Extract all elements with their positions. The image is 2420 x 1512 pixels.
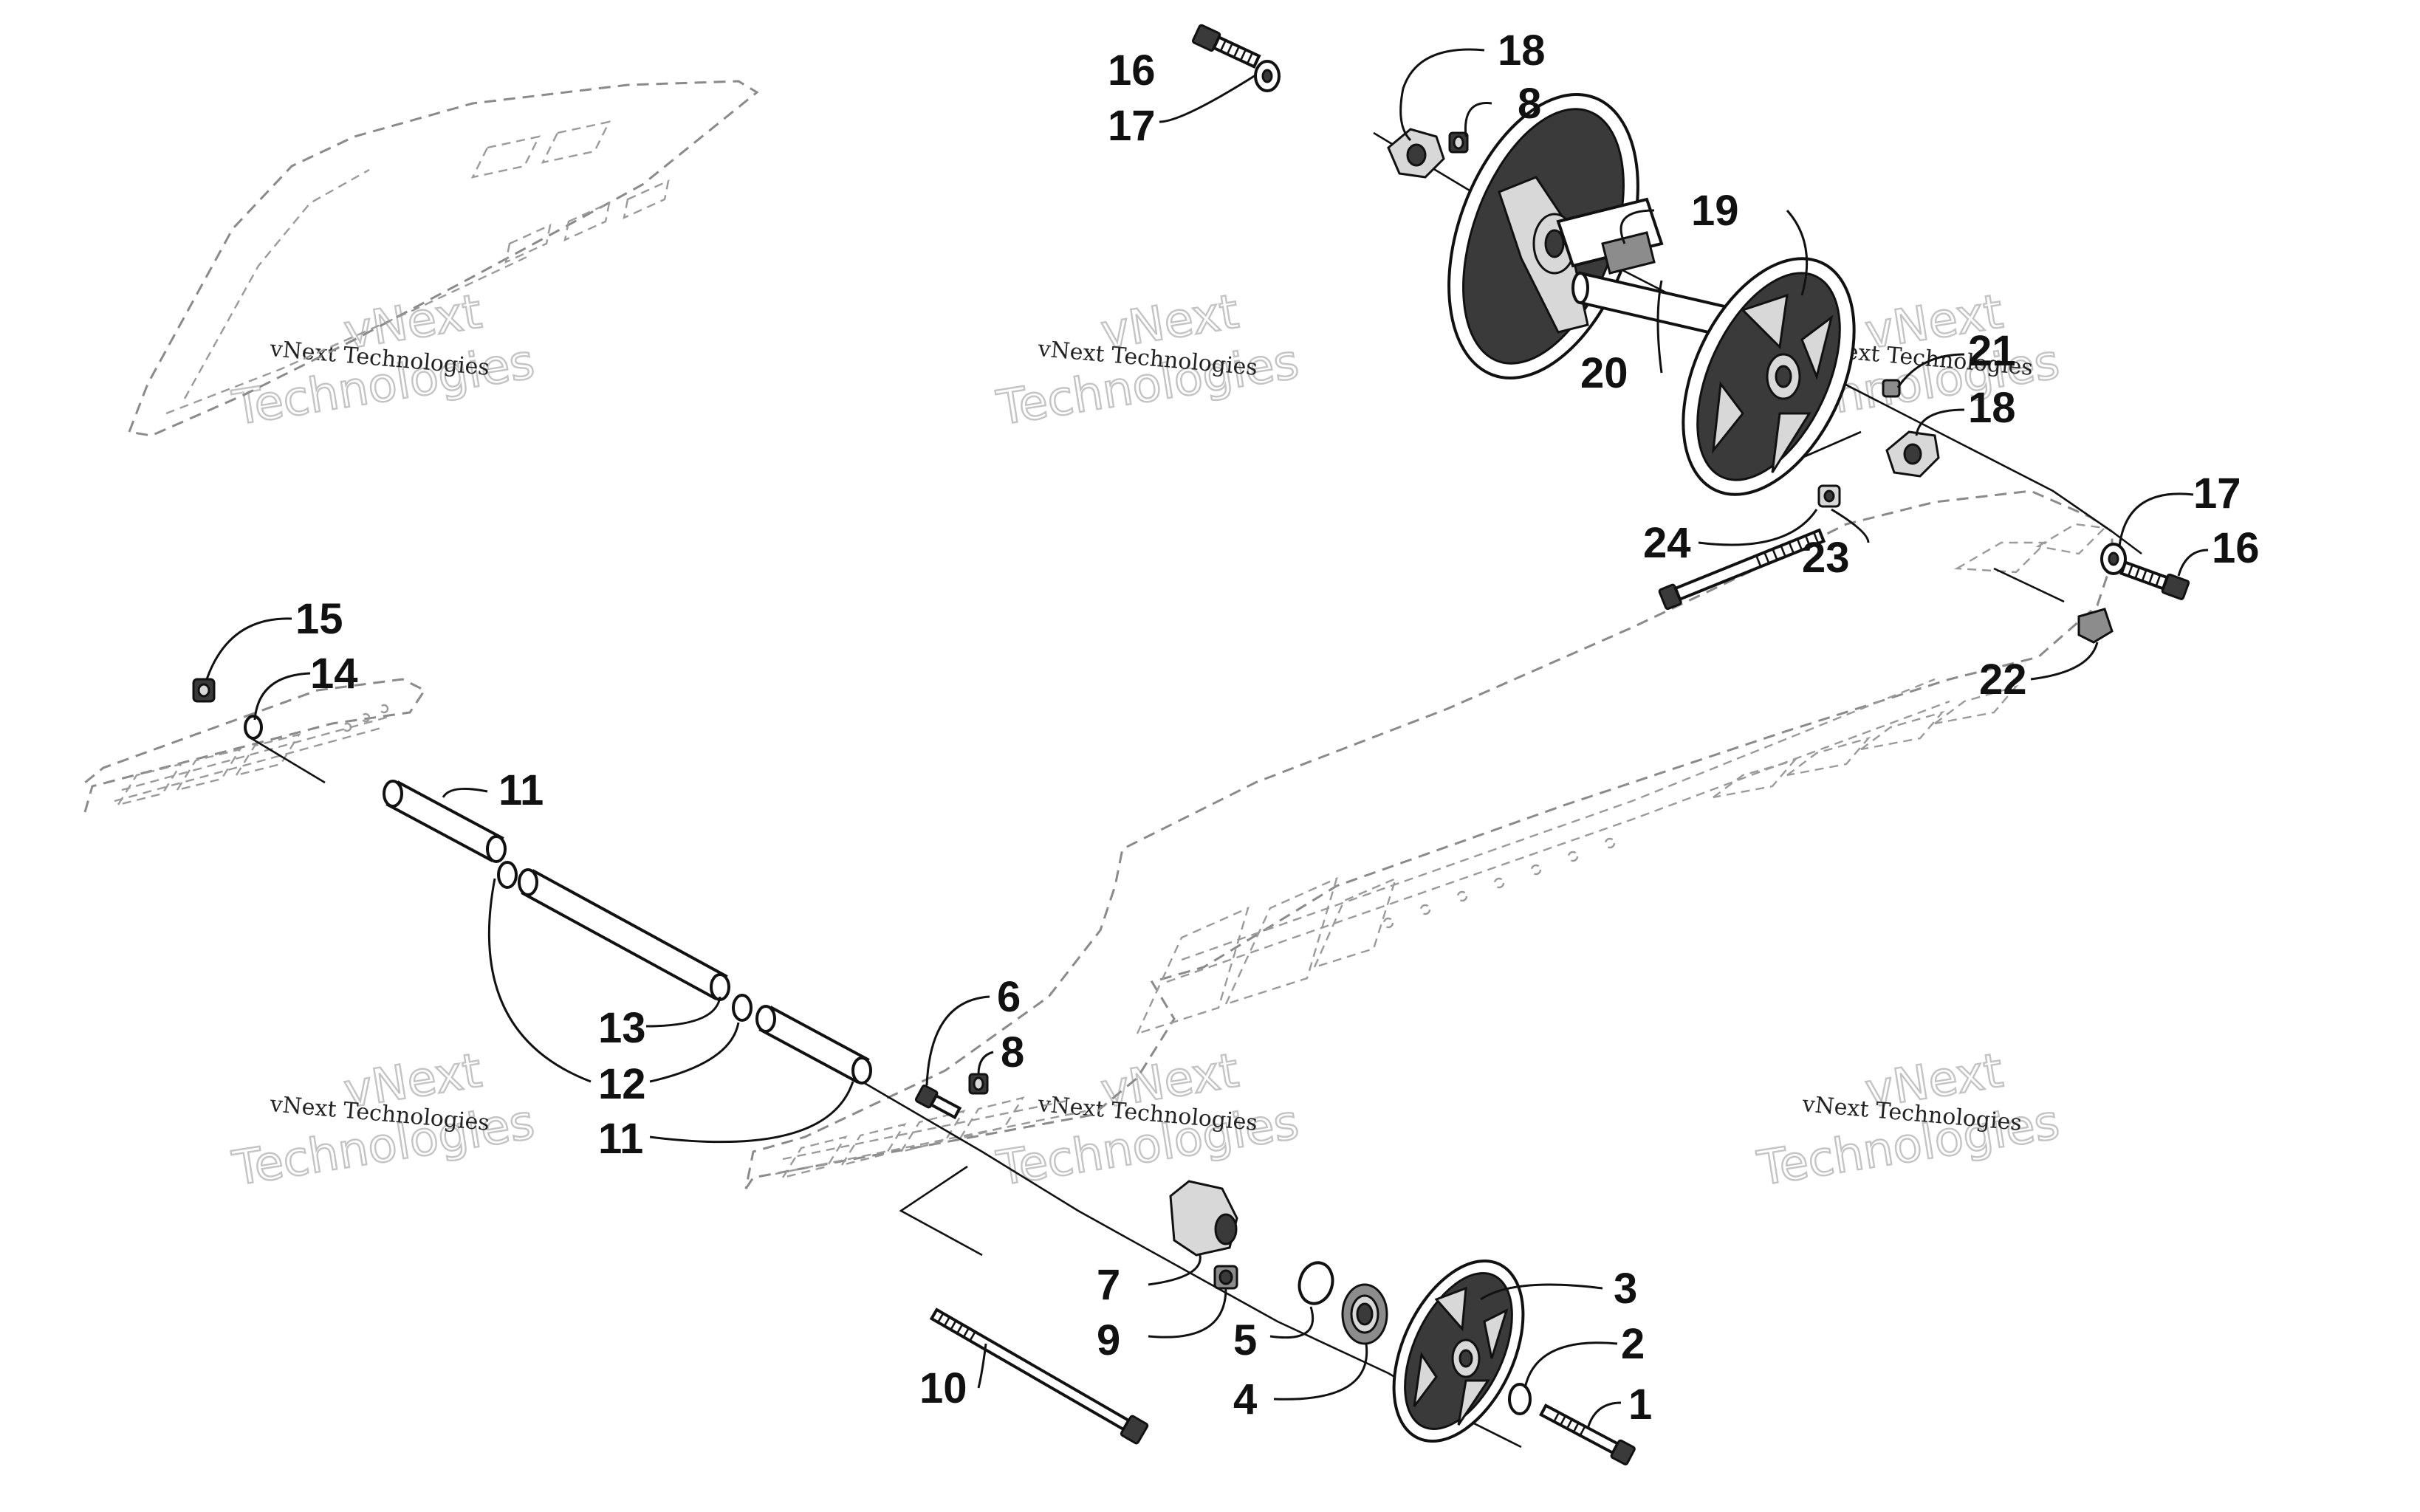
wheel-3 [1392, 1259, 1525, 1443]
label-12: 12 [598, 1060, 646, 1108]
tube-11-left [383, 780, 507, 863]
part-labels: 16 17 18 8 19 20 21 18 17 16 24 23 22 15… [295, 27, 2260, 1429]
label-14: 14 [310, 650, 358, 698]
nut-21 [1882, 379, 1901, 398]
label-23: 23 [1802, 534, 1850, 582]
bearing-4 [1341, 1283, 1388, 1345]
rail-top-left [127, 80, 759, 437]
rail-left-front [83, 678, 427, 813]
label-11-lower: 11 [598, 1115, 643, 1163]
wheel-19-right [1682, 257, 1856, 496]
label-3: 3 [1614, 1265, 1637, 1313]
nut-8-top [1448, 131, 1469, 154]
washer-2 [1508, 1383, 1532, 1415]
rail-main-long [744, 489, 2114, 1189]
label-24: 24 [1643, 519, 1691, 567]
watermark-bottom-right: vNext Technologies vNext Technologies [1753, 1042, 2064, 1197]
nut-15 [192, 678, 216, 703]
label-18-top: 18 [1498, 27, 1546, 75]
label-16-right: 16 [2212, 524, 2260, 572]
nut-8-lower [968, 1073, 989, 1095]
watermark-top-left: vNext Technologies vNext Technologies [228, 284, 539, 437]
label-8-top: 8 [1518, 80, 1541, 128]
watermark-top-center: vNext Technologies vNext Technologies [993, 284, 1303, 437]
label-17-top: 17 [1108, 102, 1156, 150]
label-4: 4 [1233, 1375, 1257, 1423]
label-13: 13 [598, 1004, 646, 1052]
cross-shaft-assembly [192, 678, 1636, 1465]
label-5: 5 [1233, 1316, 1257, 1364]
wheel-19-left [1447, 92, 1664, 380]
cap-22 [2077, 608, 2114, 644]
watermark-bottom-left: vNext Technologies vNext Technologies [228, 1042, 539, 1197]
label-10: 10 [919, 1364, 967, 1412]
label-1: 1 [1628, 1381, 1652, 1429]
tube-13 [518, 868, 730, 1001]
bushing-7 [1169, 1180, 1238, 1257]
bolt-6 [914, 1084, 962, 1120]
label-15: 15 [295, 595, 343, 643]
label-20: 20 [1580, 349, 1628, 397]
label-9: 9 [1097, 1316, 1120, 1364]
bracket-18-lower [1885, 430, 1940, 478]
bolt-24 [1658, 528, 1826, 611]
nut-9 [1213, 1265, 1238, 1290]
label-22: 22 [1979, 656, 2027, 704]
bolt-1 [1539, 1403, 1636, 1465]
bolt-16-right [2119, 560, 2190, 600]
label-2: 2 [1621, 1320, 1645, 1368]
bolt-10 [929, 1307, 1149, 1445]
rear-axle-assembly [1191, 24, 2190, 644]
label-16-top: 16 [1108, 47, 1156, 94]
snap-ring-5 [1298, 1261, 1334, 1305]
label-19: 19 [1691, 187, 1739, 235]
label-8-lower: 8 [1001, 1028, 1024, 1076]
bolt-16-top [1191, 24, 1261, 69]
tube-11-right [755, 1005, 872, 1085]
label-17-right: 17 [2193, 470, 2241, 518]
label-7: 7 [1097, 1261, 1120, 1309]
oring-12-right [732, 994, 753, 1022]
spacer-23 [1817, 484, 1841, 508]
oring-12-left [497, 861, 518, 889]
label-11-upper: 11 [498, 766, 544, 814]
label-6: 6 [997, 973, 1021, 1021]
label-21: 21 [1968, 327, 2016, 375]
label-18-lower: 18 [1968, 384, 2016, 432]
leader-lines [205, 48, 2209, 1429]
washer-14 [244, 715, 263, 740]
bracket-18-top [1387, 128, 1445, 179]
